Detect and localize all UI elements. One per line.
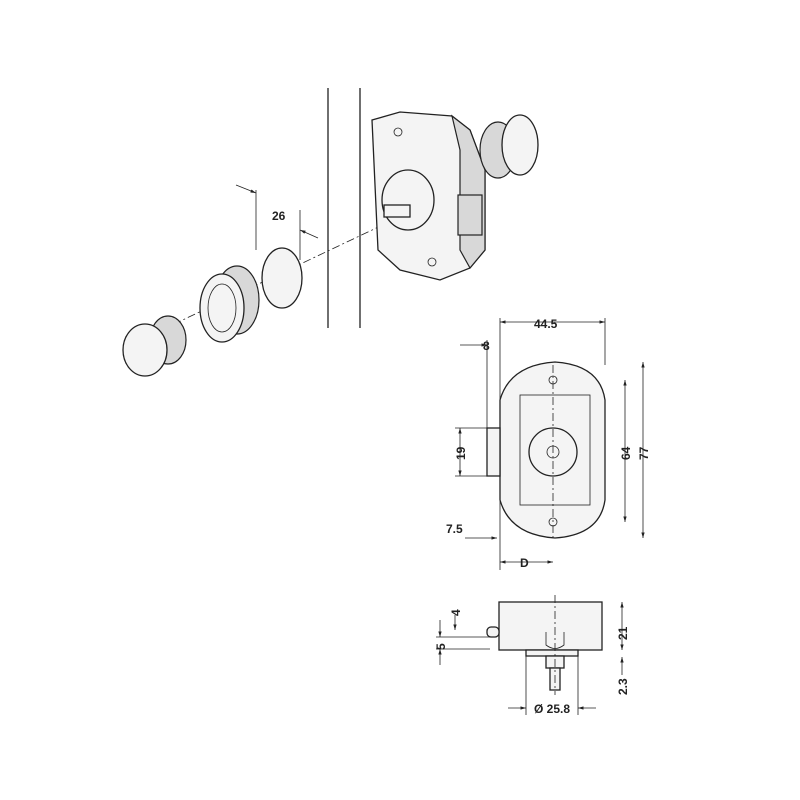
dim-offset-left: 8 [483, 339, 490, 353]
dim-diameter: Ø 25.8 [534, 702, 570, 716]
dim-flange: 2.3 [616, 678, 630, 695]
dim-depth: D [520, 556, 529, 570]
exploded-view: 26 [122, 88, 539, 377]
knob-back [479, 114, 539, 179]
lock-body-3d [371, 111, 486, 281]
dim-bolt-height: 19 [454, 446, 468, 460]
dim-exploded-gap: 26 [272, 209, 286, 223]
drill-hole [261, 247, 303, 309]
dim-body-height: 21 [616, 626, 630, 640]
dim-width-total: 44.5 [534, 317, 558, 331]
dim-bolt-top: 4 [449, 609, 463, 616]
front-view: 44.5 8 19 64 77 7.5 D [446, 317, 651, 570]
side-view: 4 5 21 2.3 Ø 25.8 [434, 595, 630, 716]
escutcheon-ring [199, 265, 260, 343]
dim-height-total: 77 [637, 446, 651, 460]
dim-bolt-thickness: 5 [434, 643, 448, 650]
dim-edge-offset: 7.5 [446, 522, 463, 536]
dim-hole-spacing: 64 [619, 446, 633, 460]
knob-front [122, 315, 187, 377]
